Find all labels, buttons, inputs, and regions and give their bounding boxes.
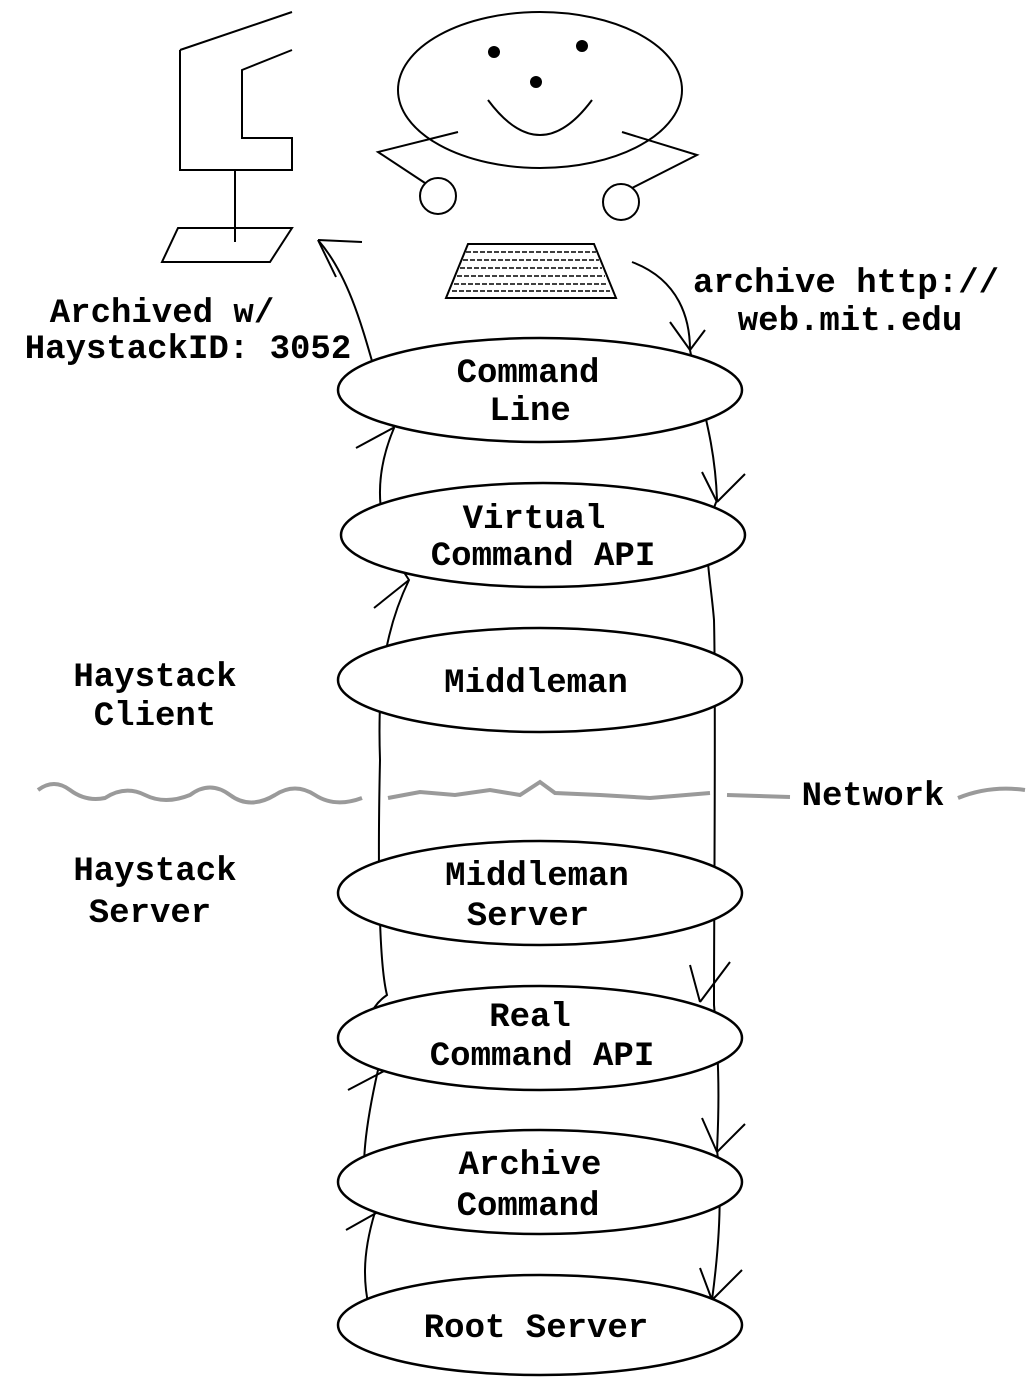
layer-label-line2: Command API: [431, 538, 655, 576]
layer-label-line1: Middleman: [444, 665, 628, 703]
layer-label-line1: Real: [489, 999, 571, 1037]
command-label-line2: web.mit.edu: [738, 303, 962, 341]
layer-label-line1: Virtual: [463, 501, 606, 539]
layer-virtual-command-api: Virtual Command API: [339, 481, 747, 589]
layer-label-line2: Server: [467, 898, 589, 936]
archived-label-line1: Archived w/: [50, 295, 274, 333]
client-label-line2: Client: [94, 698, 216, 736]
command-label-line1: archive http://: [693, 265, 999, 303]
layer-label-line1: Command: [457, 355, 600, 393]
layer-label-line1: Middleman: [445, 858, 629, 896]
keyboard-icon: [444, 243, 618, 299]
layer-middleman: Middleman: [336, 626, 744, 734]
server-label-line1: Haystack: [73, 853, 236, 891]
computer-monitor-icon: [160, 11, 294, 263]
layer-label-line2: Line: [489, 393, 571, 431]
smiley-user-icon: [375, 11, 700, 221]
client-label-line1: Haystack: [73, 659, 236, 697]
network-label: Network: [802, 778, 945, 816]
layer-label-line2: Command: [457, 1188, 600, 1226]
layer-label-line1: Root Server: [424, 1310, 648, 1348]
layer-command-line: Command Line: [336, 336, 744, 444]
layer-root-server: Root Server: [336, 1273, 744, 1377]
archived-label-line2: HaystackID: 3052: [25, 331, 351, 369]
layer-middleman-server: Middleman Server: [336, 839, 744, 947]
network-divider: [36, 779, 1026, 805]
layer-label-line1: Archive: [459, 1147, 602, 1185]
layer-real-command-api: Real Command API: [336, 984, 744, 1092]
server-label-line2: Server: [89, 895, 211, 933]
layer-label-line2: Command API: [430, 1038, 654, 1076]
layer-archive-command: Archive Command: [336, 1128, 744, 1236]
